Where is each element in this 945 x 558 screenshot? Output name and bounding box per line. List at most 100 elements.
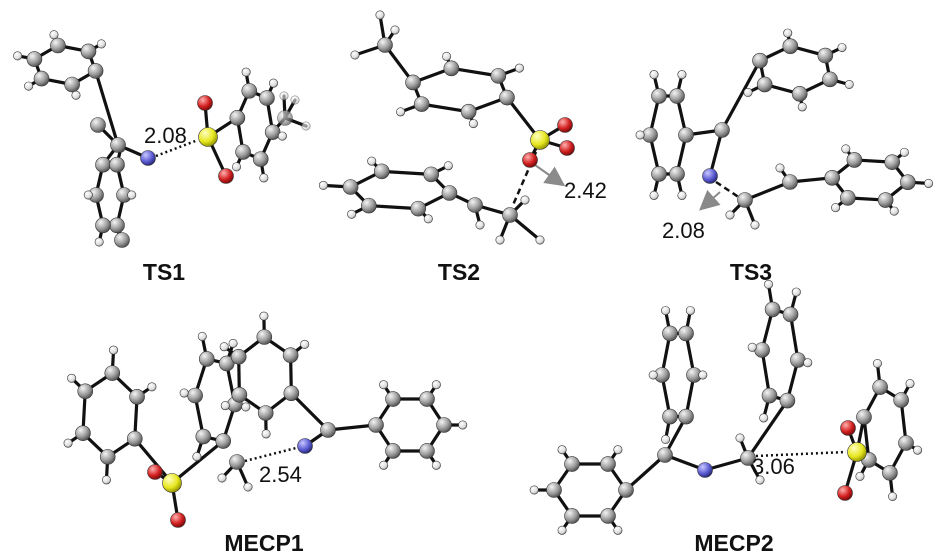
carbon-atom [872,379,888,395]
sulfur-atom [530,130,550,150]
carbon-atom [80,43,97,60]
bond [708,128,724,178]
carbon-atom [77,383,94,400]
carbon-atom [419,391,435,407]
hydrogen-atom [924,178,934,188]
sulfur-atom [162,473,182,493]
carbon-atom [50,37,66,54]
title-ts2: TS2 [438,259,480,285]
bond [170,439,225,485]
carbon-atom [252,151,269,167]
carbon-atom [277,110,293,126]
carbon-atom [109,156,125,173]
hydrogen-atom [677,190,687,200]
hydrogen-atom [872,358,882,368]
bond [624,453,667,492]
hydrogen-atom [750,220,760,230]
carbon-atom [877,192,894,208]
carbon-atom [342,179,359,195]
carbon-atom [283,385,300,402]
carbon-atom [756,76,773,93]
hydrogen-atom [743,87,753,97]
hydrogen-atom [475,220,485,230]
sulfur-atom [847,442,867,462]
bond [367,204,420,211]
carbon-atom [662,408,678,425]
hydrogen-atom [300,339,310,349]
hydrogen-atom [83,190,93,200]
hydrogen-atom [803,358,813,368]
hydrogen-atom [443,161,453,171]
carbon-atom [95,217,111,234]
hydrogen-atom [735,433,745,443]
title-mecp1: MECP1 [224,530,303,556]
carbon-atom [436,417,452,433]
oxygen-atom [559,140,575,156]
carbon-atom [26,51,43,67]
carbon-atom [651,166,667,182]
carbon-atom [405,74,421,91]
carbon-atom [714,122,730,138]
carbon-atom [443,60,460,77]
vibration-arrow-ts2 [534,164,566,187]
hydrogen-atom [791,287,801,297]
hydrogen-atom [241,67,251,77]
nitrogen-atom [297,438,313,454]
carbon-atom [218,355,235,372]
distance-label-mecp2: 3.06 [752,454,795,479]
carbon-atom [257,405,274,421]
carbon-atom [900,174,916,190]
carbon-atom [882,465,898,481]
oxygen-atom [837,485,853,501]
hydrogen-atom [661,306,671,316]
hydrogen-atom [279,91,289,101]
hydrogen-atom [232,162,242,172]
forming-bond-ts3 [715,180,741,200]
hydrogen-atom [759,413,769,423]
hydrogen-atom [179,388,189,398]
oxygen-atom [147,464,163,480]
carbon-atom [678,127,694,143]
hydrogen-atom [613,525,623,535]
hydrogen-atom [889,206,899,216]
hydrogen-atom [514,63,524,73]
carbon-atom [600,456,616,472]
long-bond-mecp2 [755,450,847,458]
oxygen-atom [197,95,213,111]
hydrogen-atom [127,190,137,200]
carbon-atom [195,428,212,445]
carbon-atom [669,88,685,104]
carbon-atom [256,329,273,345]
molecule-mecp2 [529,279,923,535]
carbon-atom [782,174,798,190]
hydrogen-atom [888,492,898,502]
carbon-atom [110,137,126,153]
carbon-atom [546,482,562,498]
hydrogen-atom [855,471,865,481]
hydrogen-atom [831,203,841,213]
carbon-atom [782,38,799,54]
hydrogen-atom [219,342,229,352]
carbon-atom [824,170,840,186]
hydrogen-atom [261,429,271,439]
hydrogen-atom [844,79,854,89]
hydrogen-atom [431,380,441,390]
nitrogen-atom [140,150,156,166]
carbon-atom [600,508,616,524]
distance-label-ts2: 2.42 [564,178,607,203]
carbon-atom [229,454,245,470]
nitrogen-atom [702,168,718,184]
molecule-ts2 [318,10,575,245]
title-mecp2: MECP2 [694,530,773,556]
carbon-atom [241,83,258,99]
hydrogen-atom [367,156,377,166]
carbon-atom [564,508,580,524]
carbon-atom [413,96,430,112]
carbon-atom [126,430,143,447]
carbon-atom [95,156,111,173]
hydrogen-atom [783,28,793,38]
hydrogen-atom [101,475,111,485]
carbon-atom [230,348,247,365]
hydrogen-atom [661,434,671,444]
